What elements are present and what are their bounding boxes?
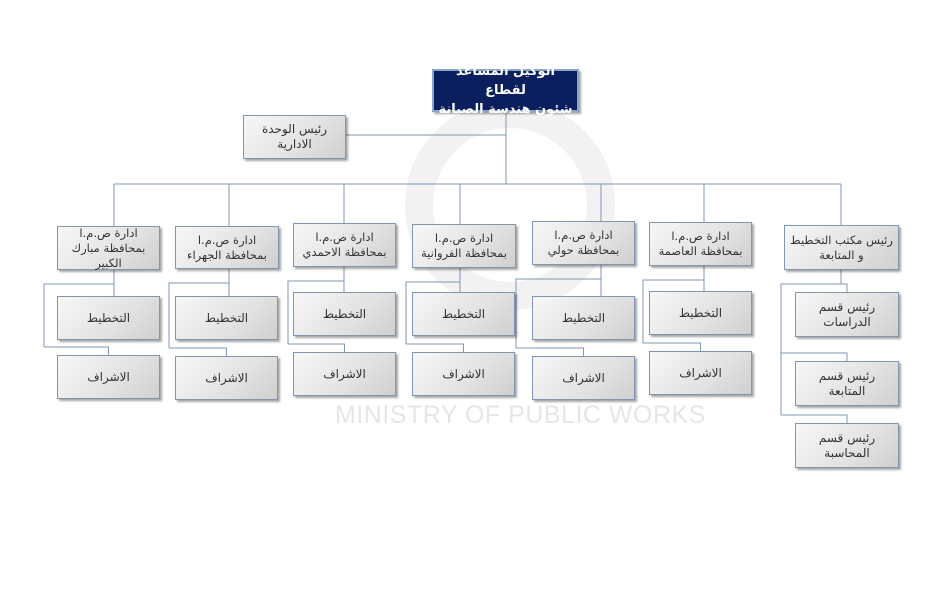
department-title: ادارة ص.م.ا بمحافظة الاحمدي: [302, 230, 387, 259]
section-title: التخطيط: [86, 310, 131, 325]
connector: [406, 343, 464, 352]
section-box[interactable]: الاشراف: [293, 352, 396, 396]
section-title: الاشراف: [323, 366, 366, 381]
section-box[interactable]: الاشراف: [57, 355, 160, 399]
department-box[interactable]: ادارة ص.م.ا بمحافظة الاحمدي: [293, 223, 396, 267]
connector: [643, 342, 701, 351]
section-title: رئيس قسم الدراسات: [818, 299, 876, 329]
section-box[interactable]: التخطيط: [532, 296, 635, 340]
ministry-watermark-text: MINISTRY OF PUBLIC WORKS: [335, 401, 706, 429]
department-box[interactable]: ادارة ص.م.ا بمحافظة الجهراء: [175, 226, 279, 269]
department-box[interactable]: ادارة ص.م.ا بمحافظة حولي: [532, 221, 635, 265]
section-title: رئيس قسم المحاسبة: [818, 430, 876, 460]
department-title: ادارة ص.م.ا بمحافظة حولي: [547, 228, 620, 257]
section-title: الاشراف: [205, 370, 248, 385]
section-box[interactable]: التخطيط: [57, 296, 160, 340]
section-title: التخطيط: [441, 306, 486, 321]
section-box[interactable]: التخطيط: [412, 292, 515, 336]
admin-unit-line2: الادارية: [277, 137, 312, 151]
section-title: التخطيط: [322, 306, 367, 321]
connector: [169, 347, 227, 356]
department-title: ادارة ص.م.ا بمحافظة العاصمة: [658, 229, 743, 258]
section-title: التخطيط: [561, 310, 606, 325]
section-title: الاشراف: [679, 365, 722, 380]
connector: [168, 269, 230, 348]
section-title: التخطيط: [678, 305, 723, 320]
connector: [642, 266, 705, 343]
connector: [516, 347, 584, 356]
department-title: ادارة ص.م.ا بمحافظة الفروانية: [421, 231, 507, 260]
department-box[interactable]: ادارة ص.م.ا بمحافظة مبارك الكبير: [57, 226, 160, 270]
section-box[interactable]: الاشراف: [649, 351, 752, 395]
top-title-line2: شئون هندسة الصيانة: [438, 102, 573, 117]
connector: [781, 414, 848, 423]
department-title: ادارة ص.م.ا بمحافظة مبارك الكبير: [71, 225, 146, 270]
section-box[interactable]: الاشراف: [532, 356, 635, 400]
connector: [44, 346, 109, 355]
department-title: رئيس مكتب التخطيط و المتابعة: [790, 232, 893, 262]
connector: [515, 265, 602, 348]
connector: [287, 267, 345, 344]
section-title: التخطيط: [204, 310, 249, 325]
connector: [43, 270, 115, 347]
department-box[interactable]: ادارة ص.م.ا بمحافظة العاصمة: [649, 222, 752, 266]
section-box[interactable]: الاشراف: [412, 352, 515, 396]
connector: [405, 268, 461, 344]
section-box[interactable]: رئيس قسم الدراسات: [795, 292, 899, 337]
section-box[interactable]: الاشراف: [175, 356, 278, 400]
section-box[interactable]: التخطيط: [175, 296, 278, 340]
top-title-line1: الوكيل المساعد لقطاع: [455, 64, 556, 98]
section-box[interactable]: التخطيط: [649, 291, 752, 335]
connector: [288, 343, 345, 352]
department-box[interactable]: ادارة ص.م.ا بمحافظة الفروانية: [412, 224, 516, 268]
section-box[interactable]: رئيس قسم المتابعة: [795, 361, 899, 406]
admin-unit-line1: رئيس الوحدة: [261, 122, 328, 136]
department-title: ادارة ص.م.ا بمحافظة الجهراء: [187, 232, 267, 262]
section-title: الاشراف: [442, 366, 485, 381]
assistant-undersecretary-box[interactable]: الوكيل المساعد لقطاع شئون هندسة الصيانة: [432, 64, 579, 117]
section-box[interactable]: التخطيط: [293, 292, 396, 336]
admin-unit-head-box[interactable]: رئيس الوحدة الادارية: [243, 115, 346, 159]
section-box[interactable]: رئيس قسم المحاسبة: [795, 423, 899, 468]
department-box[interactable]: رئيس مكتب التخطيط و المتابعة: [784, 225, 899, 270]
section-title: رئيس قسم المتابعة: [818, 368, 876, 398]
section-title: الاشراف: [562, 370, 605, 385]
section-title: الاشراف: [87, 369, 130, 384]
connector: [781, 283, 848, 292]
connector: [781, 352, 848, 361]
